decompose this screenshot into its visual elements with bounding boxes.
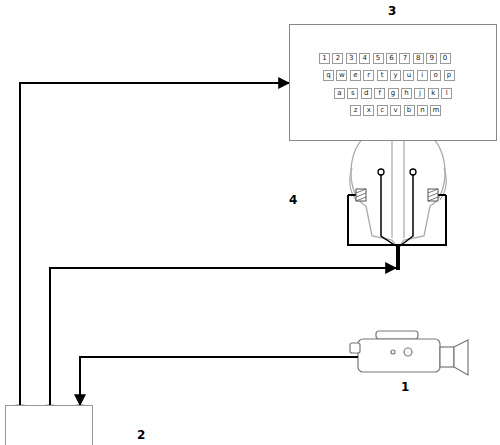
key-label: j — [414, 88, 425, 99]
key-label: v — [390, 105, 401, 116]
key-label: m — [430, 105, 441, 116]
key-label: 9 — [426, 53, 437, 64]
key-label: z — [350, 105, 361, 116]
key-label: 0 — [440, 53, 451, 64]
key-label: g — [388, 88, 399, 99]
key-label: e — [350, 70, 361, 81]
key-label: 1 — [319, 53, 330, 64]
key-label: t — [377, 70, 388, 81]
key-label: l — [441, 88, 452, 99]
key-label: 2 — [332, 53, 343, 64]
key-label: 5 — [373, 53, 384, 64]
computer-unit: 2 — [5, 405, 93, 445]
key-label: o — [430, 70, 441, 81]
key-label: u — [403, 70, 414, 81]
callout-number: 2 — [137, 428, 145, 442]
key-label: c — [377, 105, 388, 116]
callout-number: 3 — [388, 4, 396, 18]
key-label: y — [390, 70, 401, 81]
key-label: i — [417, 70, 428, 81]
keyboard: 31234567890qwertyuiopasdfghjklzxcvbnm — [289, 24, 497, 141]
key-label: 8 — [413, 53, 424, 64]
key-label: r — [363, 70, 374, 81]
key-label: a — [334, 88, 345, 99]
video-camera — [350, 331, 468, 375]
key-label: p — [444, 70, 455, 81]
key-label: w — [336, 70, 347, 81]
key-label: k — [428, 88, 439, 99]
callout-number: 4 — [289, 193, 297, 207]
key-label: 3 — [346, 53, 357, 64]
key-label: b — [404, 105, 415, 116]
head-device: 4 — [345, 120, 449, 272]
key-label: s — [347, 88, 358, 99]
head-device — [348, 126, 446, 270]
key-label: n — [417, 105, 428, 116]
key-label: 4 — [359, 53, 370, 64]
keyboard-screws — [290, 25, 496, 140]
key-label: f — [374, 88, 385, 99]
key-label: q — [323, 70, 334, 81]
connector-arrow — [80, 357, 358, 405]
key-label: h — [401, 88, 412, 99]
connector-arrow — [50, 268, 396, 405]
key-label: x — [363, 105, 374, 116]
key-label: 6 — [386, 53, 397, 64]
callout-number: 1 — [401, 380, 409, 394]
key-label: 7 — [399, 53, 410, 64]
key-label: d — [361, 88, 372, 99]
video-camera: 1 — [350, 330, 470, 378]
